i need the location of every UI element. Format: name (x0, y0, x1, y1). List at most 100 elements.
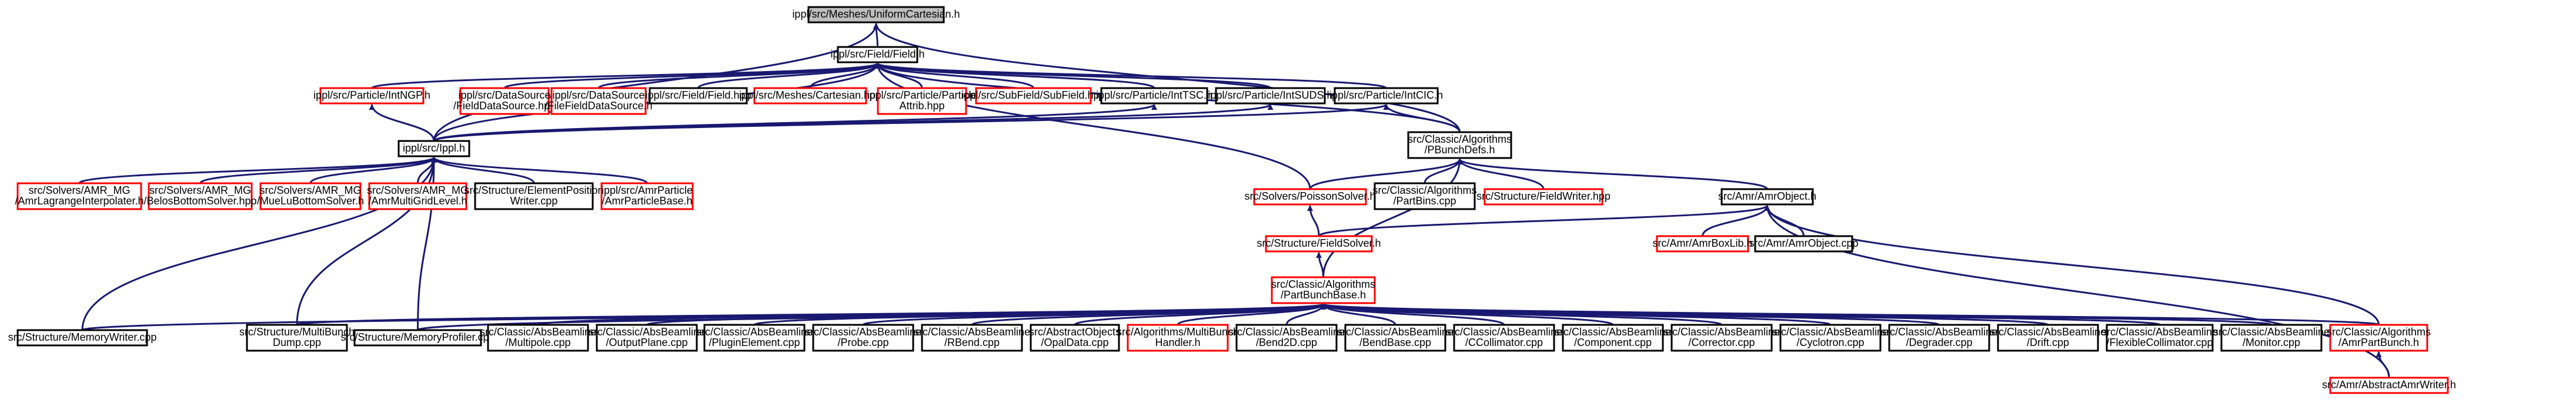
node-fsolver[interactable]: src/Structure/FieldSolver.h (1257, 235, 1381, 253)
node-partbins[interactable]: src/Classic/Algorithms/PartBins.cpp (1372, 182, 1477, 210)
node-label: /PartBunchBase.h (1281, 289, 1366, 301)
node-pbunch[interactable]: src/Classic/Algorithms/PBunchDefs.h (1407, 131, 1512, 159)
node-ccoll[interactable]: src/Classic/AbsBeamline/CCollimator.cpp (1446, 324, 1562, 352)
node-box (1374, 182, 1476, 210)
node-box (474, 182, 594, 210)
node-degrader[interactable]: src/Classic/AbsBeamline/Degrader.cpp (1881, 324, 1997, 352)
node-label: /BelosBottomSolver.hpp (143, 195, 256, 207)
edge-ffds-to-field (597, 62, 881, 89)
node-ippl[interactable]: ippl/src/Ippl.h (397, 140, 470, 157)
edge-amrobj-to-pbunch (1456, 158, 1768, 190)
node-fieldhpp[interactable]: ippl/src/Field/Field.hpp (645, 87, 751, 105)
node-label: /OutputPlane.cpp (606, 337, 687, 348)
node-box (16, 182, 142, 210)
node-amrboxlib[interactable]: src/Amr/AmrBoxLib.h (1652, 235, 1753, 253)
node-box (1888, 324, 1990, 352)
node-intsuds[interactable]: ippl/src/Particle/IntSUDS.h (1208, 87, 1333, 105)
node-box (753, 87, 867, 105)
node-memw[interactable]: src/Structure/MemoryWriter.cpp (8, 329, 157, 347)
node-box (550, 87, 647, 115)
node-inttsc[interactable]: ippl/src/Particle/IntTSC.h (1096, 87, 1212, 105)
node-label: src/Structure/FieldSolver.h (1257, 237, 1381, 249)
edge-ippl-to-intcic (433, 103, 1389, 142)
node-label: ippl/src/DataSource (552, 89, 644, 101)
node-memp[interactable]: src/Structure/MemoryProfiler.cpp (340, 329, 495, 347)
node-label: src/Amr/AmrObject.h (1718, 190, 1816, 202)
node-amrobj[interactable]: src/Amr/AmrObject.h (1718, 188, 1816, 206)
node-subfield[interactable]: ippl/src/SubField/SubField.hpp (961, 87, 1105, 105)
edge-fwhpp-to-pbunch (1456, 159, 1545, 190)
node-poisson[interactable]: src/Solvers/PoissonSolver.h (1244, 188, 1376, 206)
node-label: /PluginElement.cpp (709, 337, 800, 348)
node-label: Attrib.hpp (899, 100, 944, 112)
node-label: /BendBase.cpp (1359, 337, 1431, 348)
node-amrpb[interactable]: ippl/src/AmrParticle/AmrParticleBase.h (600, 182, 694, 210)
node-fwhpp[interactable]: src/Structure/FieldWriter.hpp (1476, 188, 1611, 206)
node-amrpbh[interactable]: src/Classic/Algorithms/AmrPartBunch.h (2327, 324, 2431, 352)
node-monitor[interactable]: src/Classic/AbsBeamline/Monitor.cpp (2213, 324, 2330, 352)
node-multipole[interactable]: src/Classic/AbsBeamline/Multipole.cpp (480, 324, 596, 352)
node-box (877, 87, 967, 115)
node-label: src/Amr/AmrBoxLib.h (1652, 237, 1752, 249)
node-label: src/Classic/AbsBeamline (1228, 326, 1345, 338)
node-fds[interactable]: ippl/src/DataSource/FieldDataSource.hpp (453, 87, 556, 115)
node-flexcoll[interactable]: src/Classic/AbsBeamline/FlexibleCollimat… (2101, 324, 2218, 352)
node-label: src/Structure/MultiBunch (239, 326, 355, 338)
node-label: /Component.cpp (1574, 337, 1652, 348)
node-field[interactable]: ippl/src/Field/Field.h (830, 46, 925, 63)
node-label: src/Classic/AbsBeamline (914, 326, 1030, 338)
node-amrobjcpp[interactable]: src/Amr/AmrObject.cpp (1749, 235, 1859, 253)
node-box (487, 324, 589, 352)
node-mlbs[interactable]: src/Solvers/AMR_MG/MueLuBottomSolver.h (257, 182, 364, 210)
node-bend2d[interactable]: src/Classic/AbsBeamline/Bend2D.cpp (1228, 324, 1345, 352)
node-label: src/Classic/AbsBeamline (1446, 326, 1562, 338)
node-label: /AmrMultiGridLevel.h (368, 195, 467, 207)
node-carthpp[interactable]: ippl/src/Meshes/Cartesian.hpp (739, 87, 881, 105)
node-amrlag[interactable]: src/Solvers/AMR_MG/AmrLagrangeInterpolat… (15, 182, 144, 210)
edge-amrpbh-to-pbb (1321, 303, 2380, 326)
node-cyclotron[interactable]: src/Classic/AbsBeamline/Cyclotron.cpp (1772, 324, 1889, 352)
node-box (1265, 235, 1373, 253)
node-amrwriter[interactable]: src/Amr/AbstractAmrWriter.h (2322, 377, 2456, 394)
node-label: src/Classic/AbsBeamline (480, 326, 596, 338)
node-box (812, 324, 914, 352)
node-box (600, 182, 694, 210)
node-label: src/Solvers/AMR_MG (367, 184, 469, 197)
node-drift[interactable]: src/Classic/AbsBeamline/Drift.cpp (1990, 324, 2106, 352)
node-label: src/Classic/AbsBeamline (696, 326, 813, 338)
node-component[interactable]: src/Classic/AbsBeamline/Component.cpp (1555, 324, 1671, 352)
node-outplane[interactable]: src/Classic/AbsBeamline/OutputPlane.cpp (589, 324, 705, 352)
node-label: src/Solvers/AMR_MG (28, 184, 130, 197)
node-probe[interactable]: src/Classic/AbsBeamline/Probe.cpp (805, 324, 921, 352)
node-intngp[interactable]: ippl/src/Particle/IntNGP.h (313, 87, 430, 105)
node-ffds[interactable]: ippl/src/DataSource/FileFieldDataSource.… (544, 87, 653, 115)
node-label: src/AbstractObjects (1029, 326, 1121, 338)
node-rbend[interactable]: src/Classic/AbsBeamline/RBend.cpp (914, 324, 1030, 352)
node-bbs[interactable]: src/Solvers/AMR_MG/BelosBottomSolver.hpp (143, 182, 257, 210)
edge-poisson-to-field (874, 63, 1311, 190)
node-label: src/Classic/AbsBeamline (1881, 326, 1997, 338)
node-label: src/Algorithms/MultiBunch (1117, 326, 1239, 338)
edge-ippl-to-uniform (433, 23, 879, 142)
edge-intcic-to-field (874, 62, 1387, 89)
node-opaldata[interactable]: src/AbstractObjects/OpalData.cpp (1029, 324, 1121, 352)
node-label: Dump.cpp (273, 337, 321, 348)
node-box (2329, 377, 2449, 394)
node-label: ippl/src/Field/Field.h (830, 48, 924, 60)
node-pbb[interactable]: src/Classic/Algorithms/PartBunchBase.h (1271, 276, 1376, 304)
node-intcic[interactable]: ippl/src/Particle/IntCIC.h (1329, 87, 1443, 105)
node-box (1030, 324, 1120, 352)
node-bendbase[interactable]: src/Classic/AbsBeamline/BendBase.cpp (1337, 324, 1454, 352)
node-plugin[interactable]: src/Classic/AbsBeamline/PluginElement.cp… (696, 324, 813, 352)
edge-intngp-to-field (371, 62, 881, 89)
edge-amrlag-to-ippl (78, 156, 437, 184)
node-amrmgl[interactable]: src/Solvers/AMR_MG/AmrMultiGridLevel.h (367, 182, 469, 210)
node-label: ippl/src/Field/Field.hpp (645, 89, 751, 101)
node-corrector[interactable]: src/Classic/AbsBeamline/Corrector.cpp (1663, 324, 1780, 352)
node-label: /PartBins.cpp (1393, 195, 1456, 207)
